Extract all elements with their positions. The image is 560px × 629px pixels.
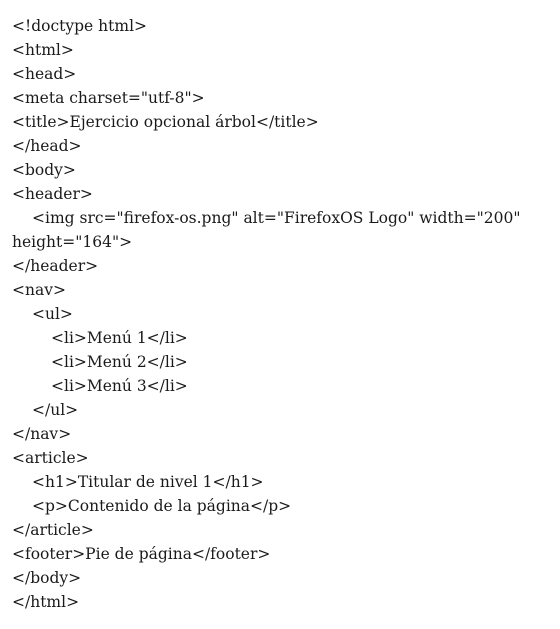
code-line: <li>Menú 2</li> bbox=[51, 353, 188, 371]
code-line: <!doctype html> bbox=[12, 17, 148, 35]
code-line: </nav> bbox=[12, 425, 72, 443]
code-line: <h1>Titular de nivel 1</h1> bbox=[32, 473, 264, 491]
code-line: <p>Contenido de la página</p> bbox=[32, 497, 292, 515]
code-line: <nav> bbox=[12, 281, 66, 299]
code-line: <head> bbox=[12, 65, 77, 83]
code-line: height="164"> bbox=[12, 233, 133, 251]
code-line: <meta charset="utf-8"> bbox=[12, 89, 205, 107]
code-line: <html> bbox=[12, 41, 74, 59]
html-code-listing: <!doctype html> <html> <head> <meta char… bbox=[12, 14, 544, 614]
code-line: </html> bbox=[12, 593, 80, 611]
code-line: <li>Menú 1</li> bbox=[51, 329, 188, 347]
code-line: <title>Ejercicio opcional árbol</title> bbox=[12, 113, 319, 131]
code-line: <li>Menú 3</li> bbox=[51, 377, 188, 395]
code-line: <article> bbox=[12, 449, 89, 467]
code-line: </ul> bbox=[32, 401, 79, 419]
code-line: <footer>Pie de página</footer> bbox=[12, 545, 271, 563]
code-line: </head> bbox=[12, 137, 82, 155]
code-line: <body> bbox=[12, 161, 76, 179]
code-line: </body> bbox=[12, 569, 82, 587]
code-line: <header> bbox=[12, 185, 93, 203]
code-line: </article> bbox=[12, 521, 94, 539]
code-line: <img src="firefox-os.png" alt="FirefoxOS… bbox=[32, 209, 521, 227]
code-line: <ul> bbox=[32, 305, 73, 323]
code-line: </header> bbox=[12, 257, 99, 275]
